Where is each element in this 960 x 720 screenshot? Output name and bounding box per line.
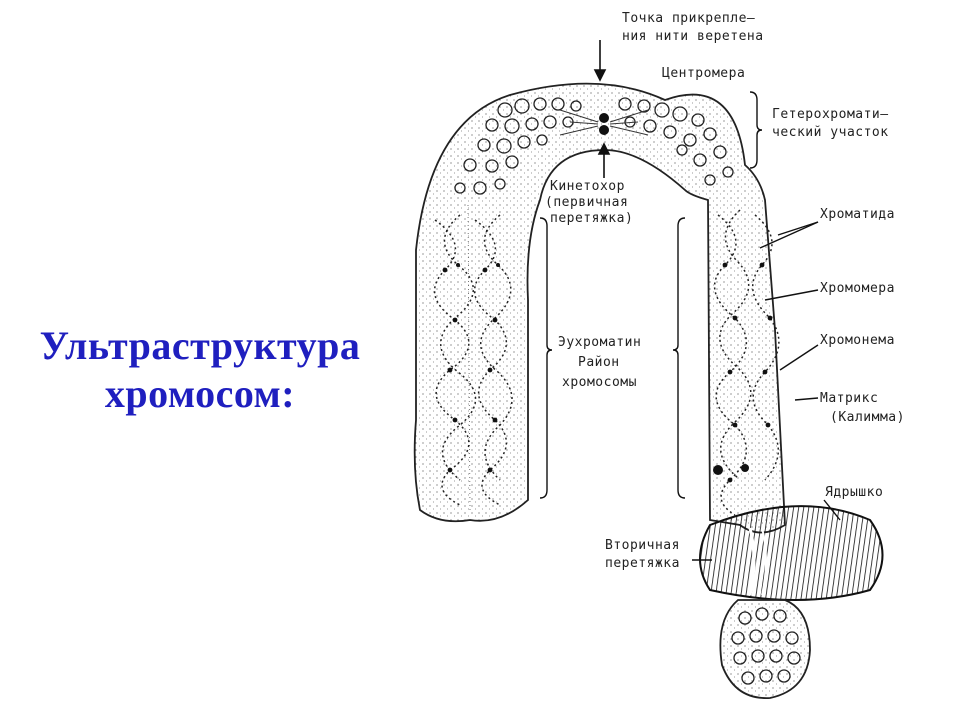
slide-title: Ультраструктура хромосом: bbox=[0, 322, 400, 418]
label-secondary-2: перетяжка bbox=[605, 556, 680, 571]
label-matrix-1: Матрикс bbox=[820, 391, 878, 406]
satellite bbox=[719, 599, 811, 699]
label-spindle-point-2: ния нити веретена bbox=[622, 29, 764, 44]
label-euchromatin-3: хромосомы bbox=[562, 375, 637, 390]
label-chromatid: Хроматида bbox=[820, 207, 895, 222]
label-chromonema: Хромонема bbox=[820, 333, 895, 348]
heterochromatin-beads bbox=[454, 97, 734, 195]
left-arm-midline bbox=[467, 204, 471, 511]
label-spindle-point-1: Точка прикрепле– bbox=[622, 11, 755, 26]
chromosome-diagram: Точка прикрепле– ния нити веретена Центр… bbox=[413, 11, 905, 699]
label-euchromatin-2: Район bbox=[578, 355, 620, 370]
slide-title-line-2: хромосом: bbox=[104, 371, 296, 416]
left-arm-chromomeres bbox=[442, 263, 500, 473]
arrows bbox=[593, 40, 611, 178]
right-arm-chromomeres bbox=[713, 262, 773, 483]
label-centromere: Центромера bbox=[662, 66, 745, 81]
annotation-lines bbox=[539, 91, 841, 561]
slide-title-line-1: Ультраструктура bbox=[39, 323, 361, 368]
label-euchromatin-1: Эухроматин bbox=[558, 335, 641, 350]
label-secondary-1: Вторичная bbox=[605, 538, 680, 553]
label-matrix-2: (Калимма) bbox=[830, 410, 905, 425]
label-heterochromatic-2: ческий участок bbox=[772, 125, 889, 140]
nucleolus bbox=[699, 505, 884, 601]
label-kinetochore-2: (первичная bbox=[545, 195, 628, 210]
label-kinetochore-3: перетяжка) bbox=[550, 211, 633, 226]
label-nucleolus: Ядрышко bbox=[825, 485, 883, 500]
label-kinetochore-1: Кинетохор bbox=[550, 179, 625, 194]
centromere bbox=[559, 109, 649, 136]
label-heterochromatic-1: Гетерохромати– bbox=[772, 107, 889, 122]
label-chromomere: Хромомера bbox=[820, 281, 895, 296]
